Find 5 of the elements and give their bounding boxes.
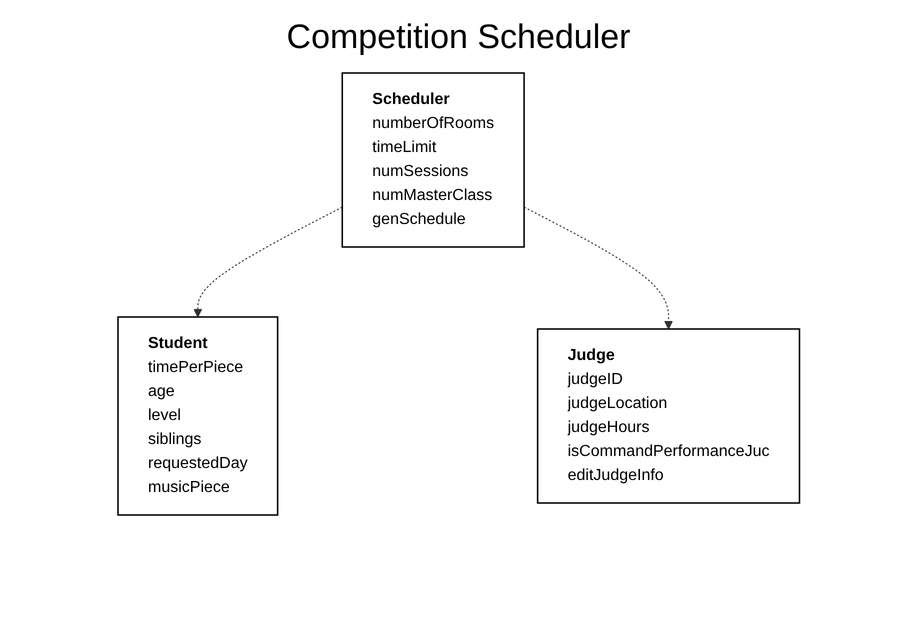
arrow xyxy=(523,206,673,330)
diagram-title: Competition Scheduler xyxy=(286,18,632,57)
arrow xyxy=(193,206,343,318)
node-box: Student timePerPiece age level siblings requestedDay musicPiece xyxy=(117,316,278,516)
node-box: Scheduler numberOfRooms timeLimit numSessions numMasterClass genSchedule xyxy=(341,72,525,248)
